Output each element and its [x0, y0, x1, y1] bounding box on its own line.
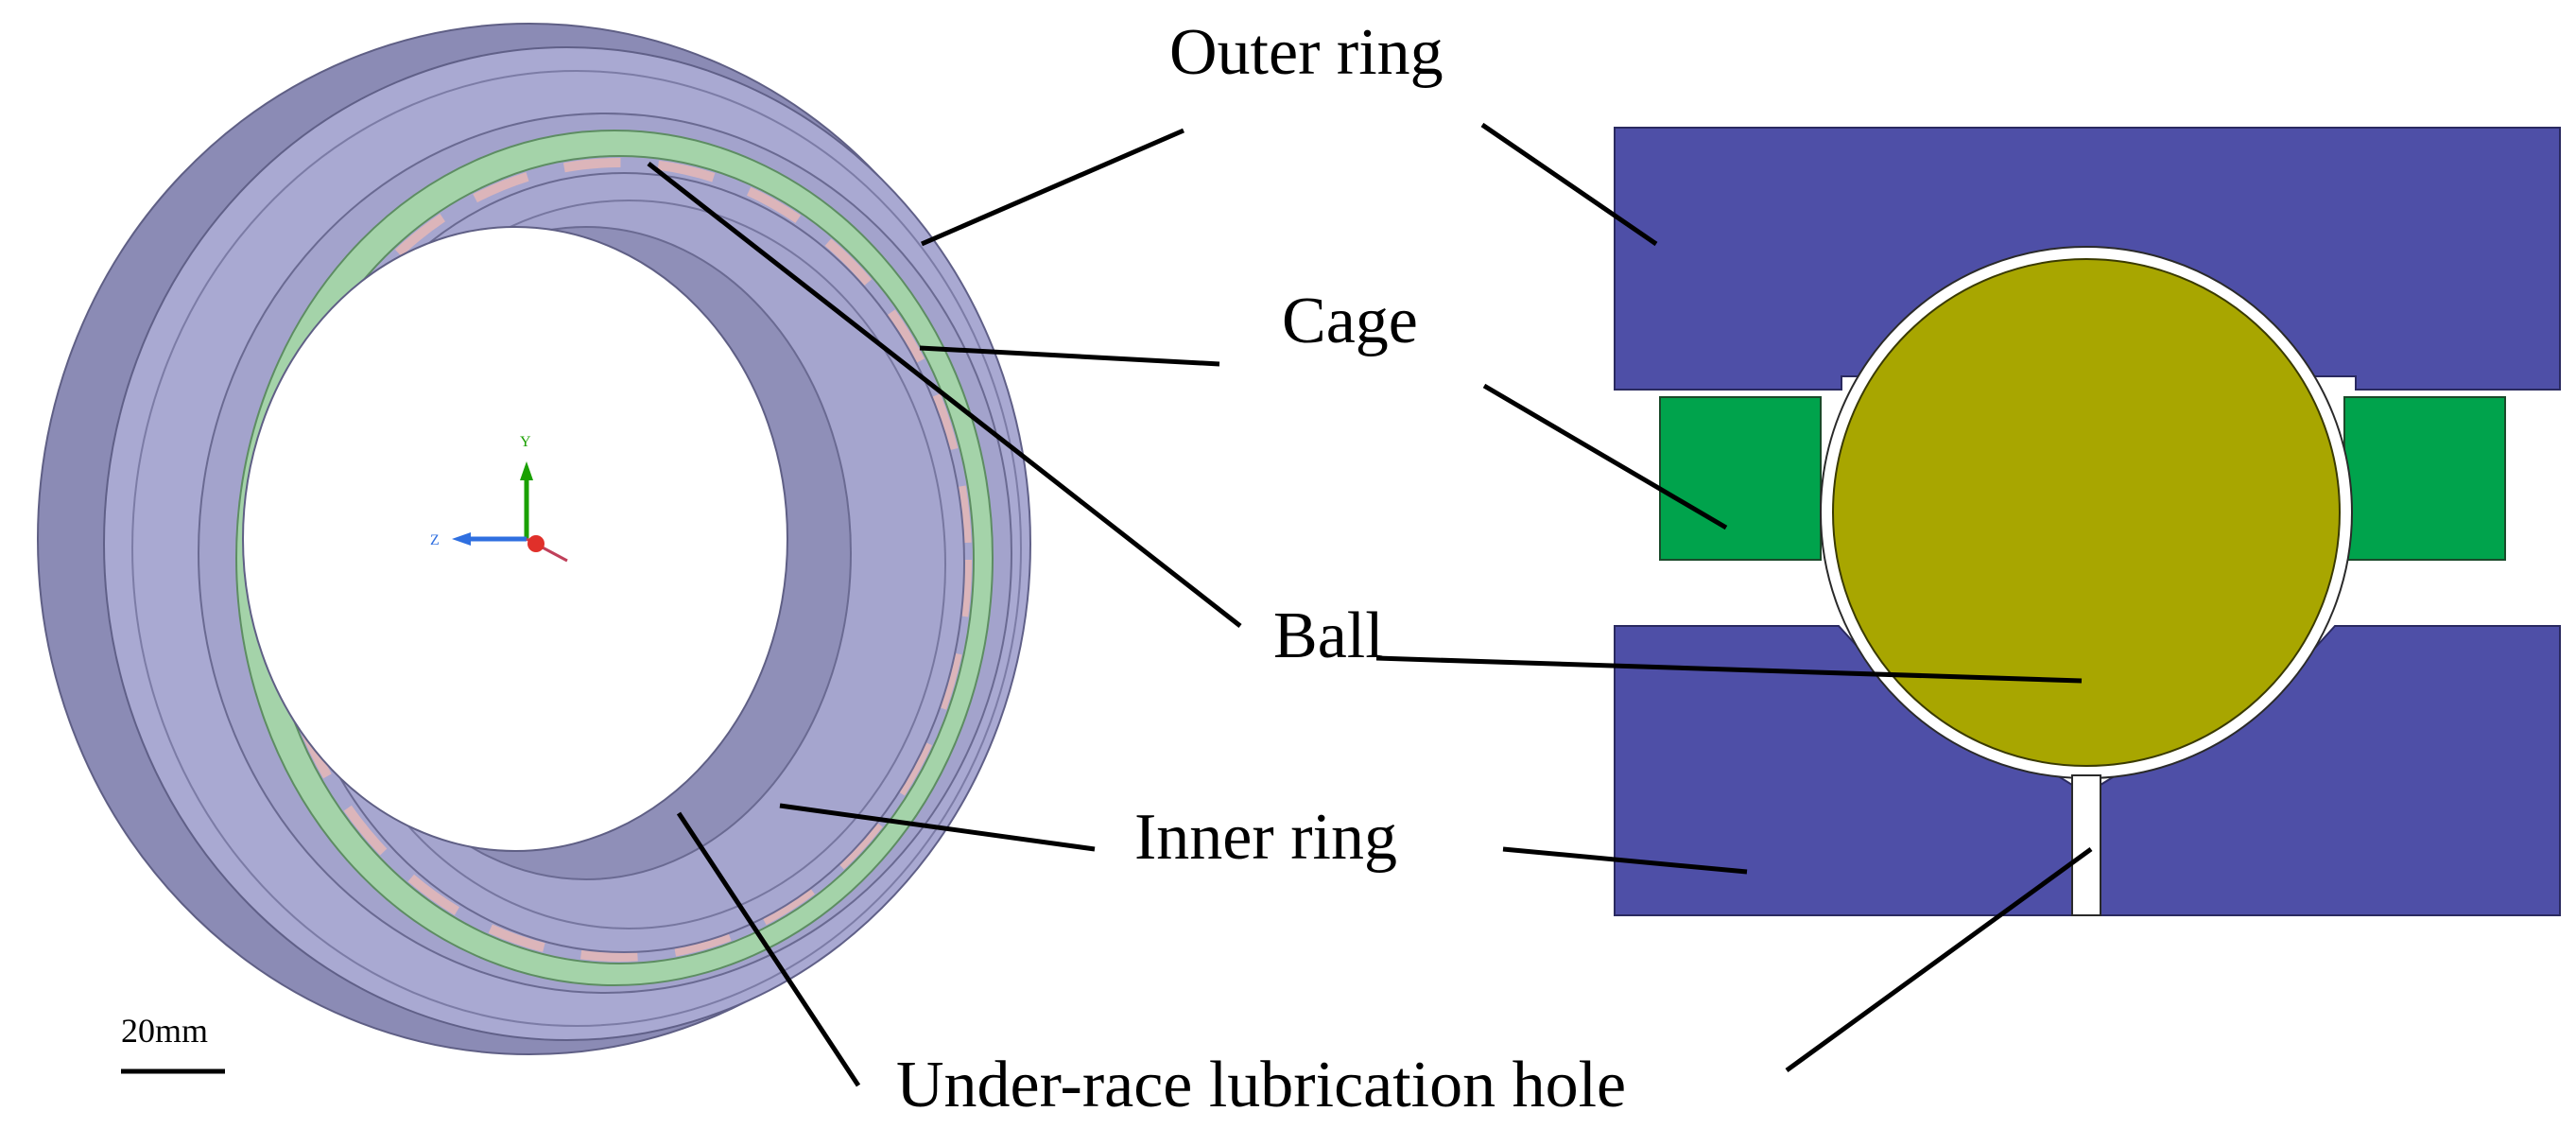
ball-section	[1832, 258, 2341, 767]
label-inner-ring: Inner ring	[1134, 801, 1397, 874]
bearing-cross-section	[1614, 127, 2561, 916]
leader-inner-ring-left	[779, 803, 1096, 852]
leader-cage-left	[919, 345, 1220, 367]
scale-bar-label: 20mm	[121, 1012, 208, 1050]
label-cage: Cage	[1282, 285, 1418, 357]
cage-section-left	[1659, 396, 1822, 561]
leader-lines	[647, 122, 2093, 1087]
leader-outer-ring-left	[921, 128, 1184, 247]
triad-z-label: Z	[430, 532, 440, 548]
triad-y-label: Y	[520, 434, 531, 450]
cage-section-right	[2343, 396, 2506, 561]
leader-inner-ring-right	[1502, 846, 1748, 875]
coordinate-triad: Y Z	[430, 434, 568, 563]
leader-outer-ring-right	[1480, 122, 1658, 247]
outer-ring-inner-edge	[131, 70, 1022, 1027]
leader-lubrication-hole-left	[676, 811, 861, 1087]
leader-ball-left	[647, 162, 1242, 628]
label-ball: Ball	[1273, 599, 1384, 672]
lubrication-hole	[2071, 774, 2101, 916]
label-lubrication-hole: Under-race lubrication hole	[896, 1049, 1626, 1121]
leader-ball-right	[1375, 655, 2083, 684]
label-outer-ring: Outer ring	[1169, 16, 1444, 89]
leader-cage-right	[1482, 383, 1728, 530]
leader-lubrication-hole-right	[1785, 846, 2093, 1073]
triad-y-arrow	[520, 461, 533, 480]
triad-origin	[527, 535, 545, 552]
bearing-3d-view: Y Z 20mm	[37, 23, 1031, 1074]
triad-z-arrow	[452, 532, 471, 546]
